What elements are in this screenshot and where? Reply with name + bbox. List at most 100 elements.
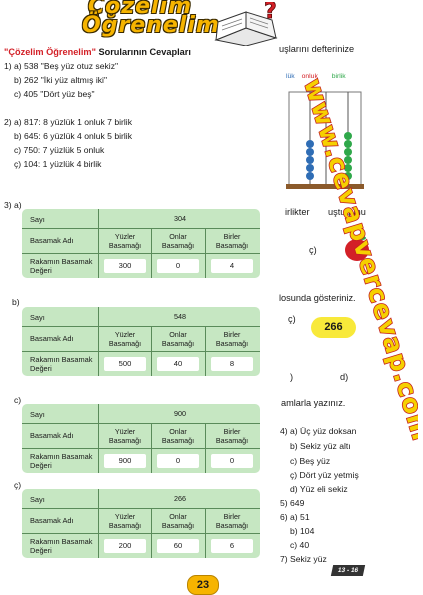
table-divider (22, 448, 260, 449)
ones-value: 6 (211, 539, 253, 553)
answer-2c-cedilla: ç) 104: 1 yüzlük 4 birlik (14, 159, 102, 169)
col-header-ones: Birler Basamağı (215, 232, 249, 250)
tens-value: 0 (157, 259, 199, 273)
row-label-number: Sayı (30, 410, 45, 419)
table-divider (98, 209, 99, 278)
number-value: 900 (174, 409, 186, 418)
hundreds-value: 300 (104, 259, 146, 273)
table-divider (205, 326, 206, 376)
answer-2b: b) 645: 6 yüzlük 4 onluk 5 birlik (14, 131, 132, 141)
table-divider (22, 508, 260, 509)
abacus-labels: lük onluk birlik (286, 73, 346, 80)
tens-value: 0 (157, 454, 199, 468)
col-header-hundreds: Yüzler Basamağı (108, 512, 142, 530)
highlight-number-oval: 266 (311, 317, 356, 338)
answer-1c: c) 405 "Dört yüz beş" (14, 89, 95, 99)
col-header-ones: Birler Basamağı (215, 512, 249, 530)
logo-line-2: Öğrenelim (82, 13, 220, 38)
ones-value: 8 (211, 357, 253, 371)
ones-value: 0 (211, 454, 253, 468)
answer-1b: b) 262 "İki yüz altmış iki" (14, 75, 108, 85)
table-divider (22, 423, 260, 424)
col-header-tens: Onlar Basamağı (161, 427, 195, 445)
table-divider (22, 228, 260, 229)
row-label-digit-value: Rakamın Basamak Değeri (30, 537, 93, 555)
answer-4c: c) Beş yüz (290, 456, 331, 466)
col-header-tens: Onlar Basamağı (161, 330, 195, 348)
cutoff-text-2b: uştuğunu (328, 207, 366, 217)
number-value: 304 (174, 214, 186, 223)
table-divider (151, 508, 152, 558)
row-label-place-name: Basamak Adı (30, 236, 74, 245)
row-label-place-name: Basamak Adı (30, 334, 74, 343)
abacus-label-ones: birlik (331, 73, 346, 80)
answer-2a: 2) a) 817: 8 yüzlük 1 onluk 7 birlik (4, 117, 133, 127)
col-header-hundreds: Yüzler Basamağı (108, 427, 142, 445)
row-label-digit-value: Rakamın Basamak Değeri (30, 452, 93, 470)
abacus-label-hundreds: lük (286, 73, 295, 80)
tens-value: 60 (157, 539, 199, 553)
answer-5: 5) 649 (280, 498, 305, 508)
question-3-label: 3) a) (4, 200, 22, 210)
answer-6a: 6) a) 51 (280, 512, 310, 522)
table-divider (22, 533, 260, 534)
row-label-digit-value: Rakamın Basamak Değeri (30, 257, 93, 275)
number-value: 548 (174, 312, 186, 321)
col-header-ones: Birler Basamağı (215, 427, 249, 445)
row-label-digit-value: Rakamın Basamak Değeri (30, 355, 93, 373)
apple-icon (345, 234, 369, 261)
tens-value: 40 (157, 357, 199, 371)
cutoff-text-2: irlikter (285, 207, 310, 217)
table-c-cedilla-label: ç) (14, 480, 22, 490)
question-mark-icon: ? (264, 2, 277, 24)
cutoff-text-5: ç) (288, 314, 296, 324)
table-divider (151, 326, 152, 376)
cutoff-text-1: uşlarını defterinize (279, 44, 355, 54)
abacus-label-tens: onluk (301, 73, 318, 80)
answer-1a: 1) a) 538 "Beş yüz otuz sekiz" (4, 61, 119, 71)
abacus-illustration (286, 91, 364, 189)
page-range-badge: 13 - 16 (330, 565, 366, 576)
table-divider (98, 307, 99, 376)
cutoff-text-6: ) (290, 372, 294, 382)
table-divider (22, 326, 260, 327)
table-c-label: c) (14, 395, 22, 405)
cutoff-text-3: ç) (309, 245, 317, 255)
table-divider (98, 489, 99, 558)
watermark-text: www.cevapvercevap.com (300, 78, 418, 444)
answer-7: 7) Sekiz yüz (280, 554, 327, 564)
table-divider (151, 423, 152, 473)
row-label-number: Sayı (30, 215, 45, 224)
row-label-place-name: Basamak Adı (30, 516, 74, 525)
site-watermark: www.cevapvercevap.com (300, 78, 418, 445)
book-illustration-icon: ? (214, 2, 278, 46)
cutoff-text-7: amlarla yazınız. (281, 398, 346, 408)
row-label-number: Sayı (30, 313, 45, 322)
col-header-hundreds: Yüzler Basamağı (108, 330, 142, 348)
hundreds-value: 200 (104, 539, 146, 553)
cutoff-text-4: losunda gösteriniz. (279, 293, 356, 303)
table-divider (205, 423, 206, 473)
answer-4b: b) Sekiz yüz altı (290, 441, 351, 451)
table-divider (151, 228, 152, 278)
ones-value: 4 (211, 259, 253, 273)
table-b-label: b) (12, 297, 20, 307)
answer-6b: b) 104 (290, 526, 315, 536)
table-divider (98, 404, 99, 473)
section-title: "Çözelim Öğrenelim" Sorularının Cevaplar… (4, 47, 191, 57)
cutoff-text-6b: d) (340, 372, 349, 382)
col-header-tens: Onlar Basamağı (161, 512, 195, 530)
answer-4d: d) Yüz eli sekiz (290, 484, 348, 494)
answer-4a: 4) a) Üç yüz doksan (280, 426, 357, 436)
row-label-number: Sayı (30, 495, 45, 504)
answer-6c: c) 40 (290, 540, 310, 550)
answer-4c-cedilla: ç) Dört yüz yetmiş (290, 470, 359, 480)
page-number: 23 (187, 575, 219, 595)
table-divider (205, 508, 206, 558)
col-header-ones: Birler Basamağı (215, 330, 249, 348)
section-title-rest: Sorularının Cevapları (95, 47, 191, 57)
